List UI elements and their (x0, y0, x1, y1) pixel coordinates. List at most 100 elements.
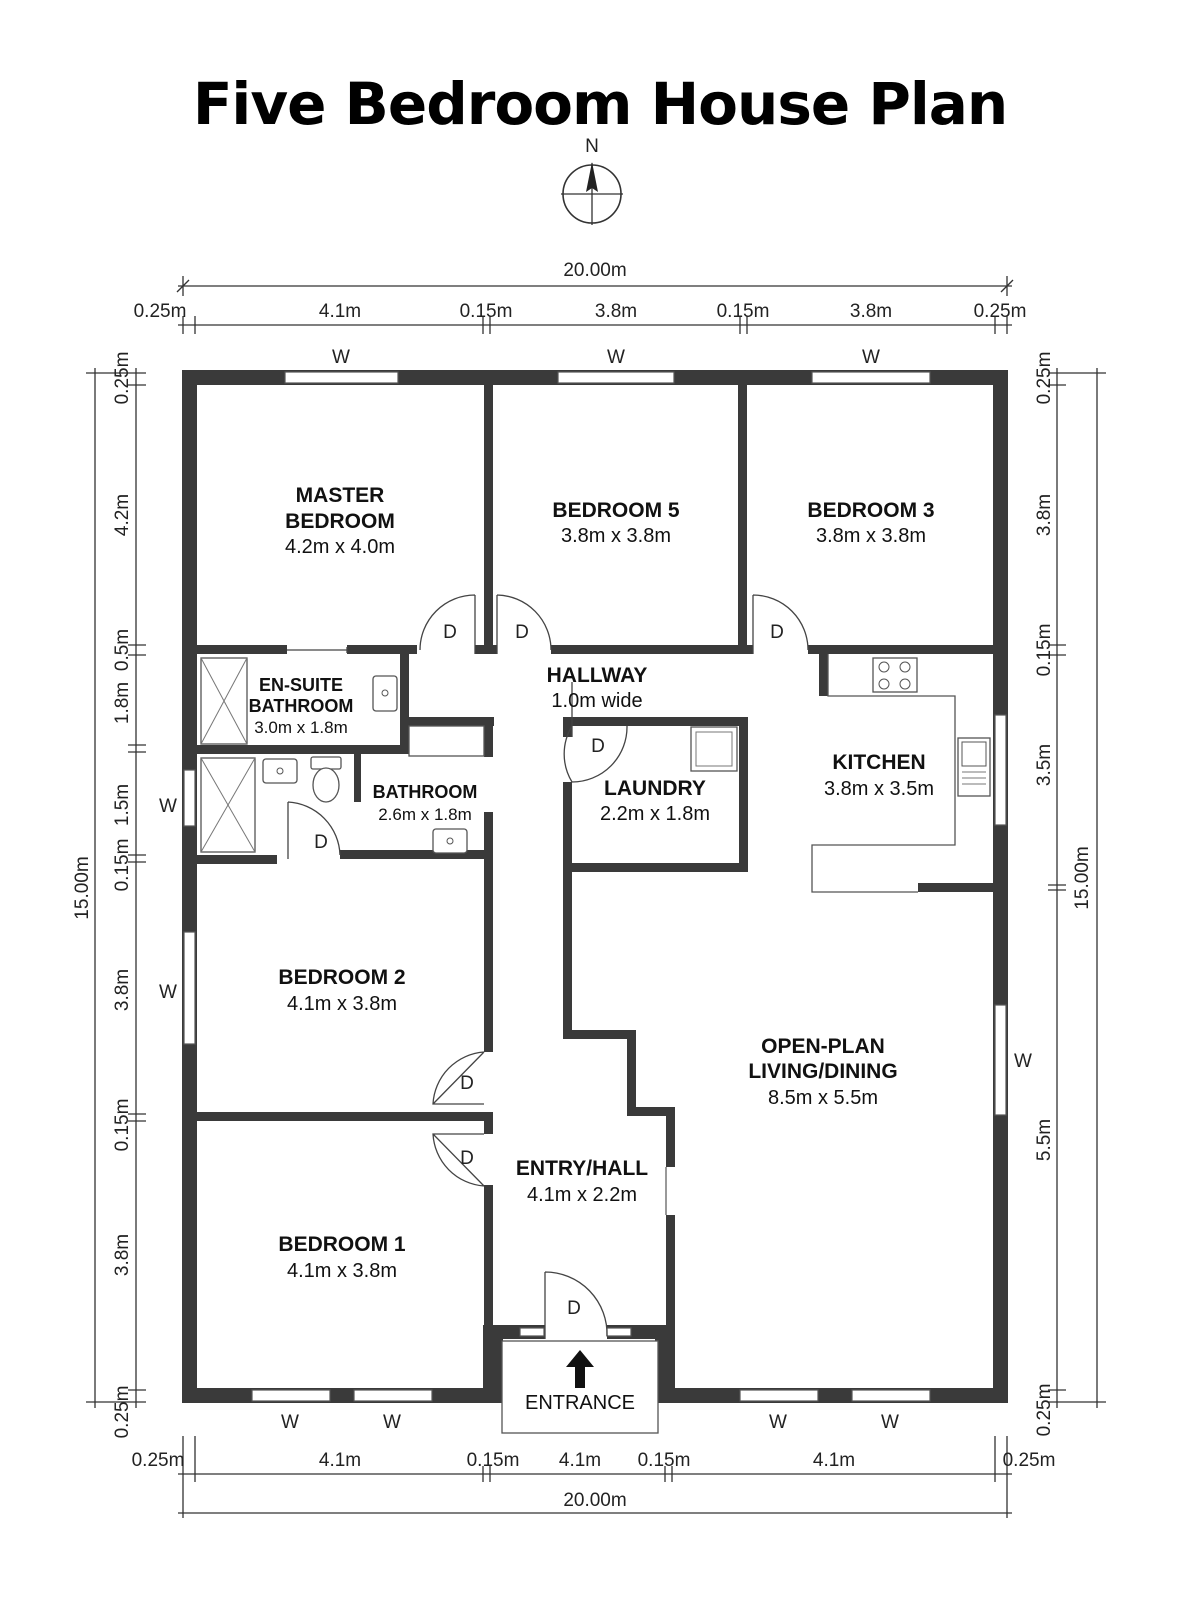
fixtures (200, 654, 991, 1434)
window-label-w: W (607, 347, 625, 368)
dim-top-1: 4.1m (319, 301, 361, 322)
bedroom3-name: BEDROOM 3 (807, 499, 934, 522)
compass-north-label: N (585, 136, 599, 157)
plan-title: Five Bedroom House Plan (192, 70, 1008, 138)
dim-bottom-4: 0.15m (638, 1450, 691, 1471)
door-label-d: D (314, 832, 328, 853)
left-dimensions: 15.00m 0.25m 4.2m 0.5m 1.8m 1.5m 0.15m 3… (72, 352, 146, 1438)
kitchen-counter (811, 654, 956, 893)
bedroom1-size: 4.1m x 3.8m (287, 1260, 397, 1282)
dim-left-total: 15.00m (72, 856, 93, 919)
dim-left-1: 4.2m (112, 494, 133, 536)
window-label-w: W (383, 1412, 401, 1433)
dim-right-5: 0.25m (1034, 1384, 1055, 1437)
bottom-dimensions: 0.25m 4.1m 0.15m 4.1m 0.15m 4.1m 0.25m 2… (132, 1436, 1056, 1518)
dim-right-3: 3.5m (1034, 744, 1055, 786)
washing-machine-icon (690, 726, 738, 772)
bedroom5-size: 3.8m x 3.8m (561, 525, 671, 547)
ensuite-name-1: EN-SUITE (259, 675, 343, 695)
window-bedroom5 (557, 371, 675, 384)
stove-icon (872, 657, 918, 693)
sink-icon (262, 758, 298, 784)
window-label-w: W (1014, 1051, 1032, 1072)
window-bedroom1-a (251, 1389, 331, 1402)
bedroom2-size: 4.1m x 3.8m (287, 993, 397, 1015)
dim-left-3: 1.8m (112, 682, 133, 724)
door-label-d: D (591, 736, 605, 757)
window-living (994, 1004, 1007, 1116)
door-bedroom1 (432, 1133, 485, 1187)
dim-top-total: 20.00m (563, 260, 626, 281)
right-dimensions: 15.00m 0.25m 3.8m 0.15m 3.5m 5.5m 0.25m (1034, 352, 1106, 1437)
door-bathroom (287, 801, 341, 859)
master-bedroom-name-2: BEDROOM (285, 510, 395, 533)
dim-bottom-0: 0.25m (132, 1450, 185, 1471)
dim-bottom-total: 20.00m (563, 1490, 626, 1511)
north-compass-icon: N (561, 136, 623, 225)
door-label-d: D (515, 622, 529, 643)
dim-bottom-5: 4.1m (813, 1450, 855, 1471)
window-kitchen (994, 714, 1007, 826)
master-bedroom-name-1: MASTER (296, 484, 385, 507)
dim-left-5: 0.15m (112, 839, 133, 892)
door-bedroom5 (496, 594, 552, 654)
bathroom-size: 2.6m x 1.8m (378, 805, 472, 824)
shower-icon (200, 657, 248, 745)
dim-left-7: 0.15m (112, 1099, 133, 1152)
doors (287, 594, 809, 1339)
ensuite-name-2: BATHROOM (249, 696, 354, 716)
dim-top-4: 0.15m (717, 301, 770, 322)
hallway-size: 1.0m wide (551, 690, 642, 712)
entrance-arrow-icon (566, 1350, 594, 1388)
door-bedroom3 (752, 594, 809, 654)
sink-icon (432, 828, 468, 854)
dim-top-3: 3.8m (595, 301, 637, 322)
dim-bottom-2: 0.15m (467, 1450, 520, 1471)
door-master (419, 594, 476, 654)
dim-left-2: 0.5m (112, 629, 133, 671)
master-bedroom-size: 4.2m x 4.0m (285, 536, 395, 558)
door-labels: D D D D D D D D (314, 622, 784, 1319)
shower-icon (200, 757, 256, 853)
window-living-a (739, 1389, 819, 1402)
bedroom2-name: BEDROOM 2 (278, 966, 405, 989)
window-bedroom1-b (353, 1389, 433, 1402)
door-laundry (563, 682, 628, 783)
dim-bottom-6: 0.25m (1003, 1450, 1056, 1471)
window-label-w: W (769, 1412, 787, 1433)
dim-right-4: 5.5m (1034, 1119, 1055, 1161)
living-name-1: OPEN-PLAN (761, 1035, 885, 1058)
bedroom1-name: BEDROOM 1 (278, 1233, 406, 1256)
dim-left-6: 3.8m (112, 969, 133, 1011)
living-size: 8.5m x 5.5m (768, 1087, 878, 1109)
toilet-icon (310, 756, 342, 803)
dim-top-6: 0.25m (974, 301, 1027, 322)
dim-top-0: 0.25m (134, 301, 187, 322)
window-bedroom2 (183, 931, 196, 1045)
entry-name: ENTRY/HALL (516, 1157, 648, 1180)
hallway-name: HALLWAY (547, 664, 648, 687)
dim-left-8: 3.8m (112, 1234, 133, 1276)
door-entrance (544, 1271, 608, 1339)
living-name-2: LIVING/DINING (748, 1060, 897, 1083)
dim-top-2: 0.15m (460, 301, 513, 322)
door-label-d: D (770, 622, 784, 643)
door-bedroom2 (432, 1051, 485, 1105)
kitchen-name: KITCHEN (832, 751, 925, 774)
top-dimensions: 20.00m 0.25m 4.1m 0.15m 3.8m 0.15m 3.8m … (134, 260, 1027, 334)
window-label-w: W (281, 1412, 299, 1433)
dim-right-2: 0.15m (1034, 624, 1055, 677)
entrance-label: ENTRANCE (525, 1392, 635, 1414)
window-living-b (851, 1389, 931, 1402)
bathroom-cabinet (408, 725, 485, 757)
window-master (284, 371, 399, 384)
dim-bottom-3: 4.1m (559, 1450, 601, 1471)
bedroom5-name: BEDROOM 5 (552, 499, 680, 522)
door-label-d: D (460, 1073, 474, 1094)
dim-bottom-1: 4.1m (319, 1450, 361, 1471)
dim-left-4: 1.5m (112, 784, 133, 826)
dim-top-5: 3.8m (850, 301, 892, 322)
window-label-w: W (332, 347, 350, 368)
dim-left-0: 0.25m (112, 352, 133, 405)
